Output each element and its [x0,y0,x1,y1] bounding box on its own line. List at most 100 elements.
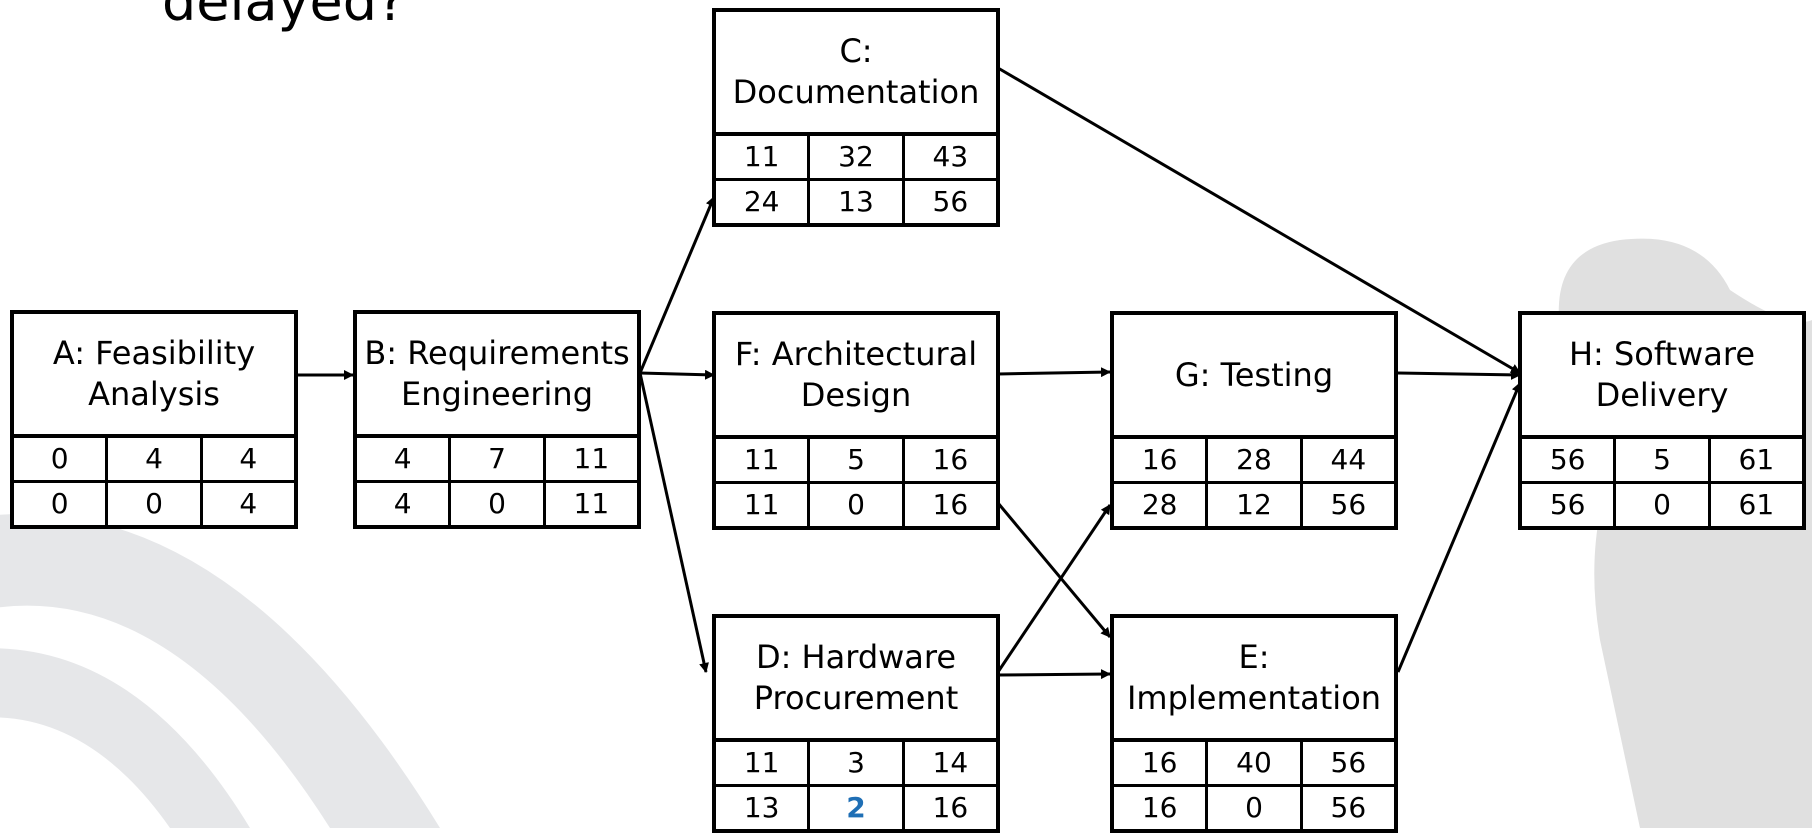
schedule-row-late: 4 0 11 [357,480,637,525]
arrow-e-to-h [1396,382,1522,673]
node-title: H: Software Delivery [1568,335,1756,414]
node-schedule-grid: 0 4 4 0 0 4 [14,434,294,525]
early-start: 11 [743,746,780,779]
schedule-row-late: 0 0 4 [14,480,294,525]
schedule-row-early: 0 4 4 [14,438,294,480]
node-h-software-delivery: H: Software Delivery 56 5 61 56 0 61 [1518,311,1806,530]
early-start: 16 [1141,443,1178,476]
node-title: D: Hardware Procurement [753,638,959,717]
arrow-b-to-f [639,369,715,380]
early-finish: 16 [901,439,996,481]
early-start: 4 [393,442,412,475]
schedule-row-late: 16 0 56 [1114,784,1394,829]
node-schedule-grid: 56 5 61 56 0 61 [1522,435,1802,526]
arrow-c-to-h [997,66,1521,375]
early-start: 56 [1549,443,1586,476]
late-start: 4 [393,487,412,520]
node-b-requirements-engineering: B: Requirements Engineering 4 7 11 4 0 1… [353,310,641,529]
slack: 0 [105,483,199,525]
node-e-implementation: E: Implementation 16 40 56 16 0 56 [1110,614,1398,833]
arrow-f-to-e [996,502,1112,638]
duration: 3 [807,742,901,784]
arrow-g-to-h [1397,369,1521,380]
late-finish: 56 [1299,484,1394,526]
late-finish: 56 [901,181,996,223]
slack: 13 [807,181,901,223]
late-start: 11 [743,488,780,521]
schedule-row-early: 11 5 16 [716,439,996,481]
node-schedule-grid: 16 40 56 16 0 56 [1114,738,1394,829]
duration: 5 [1613,439,1707,481]
early-start: 11 [743,443,780,476]
node-g-testing: G: Testing 16 28 44 28 12 56 [1110,311,1398,530]
node-schedule-grid: 11 3 14 13 2 16 [716,738,996,829]
schedule-row-early: 11 3 14 [716,742,996,784]
duration: 5 [807,439,901,481]
early-start: 11 [743,140,780,173]
heading-fragment: delayed? [162,0,406,33]
node-schedule-grid: 11 32 43 24 13 56 [716,132,996,223]
schedule-row-early: 16 40 56 [1114,742,1394,784]
early-finish: 14 [901,742,996,784]
late-finish: 56 [1299,787,1394,829]
early-finish: 44 [1299,439,1394,481]
early-finish: 4 [199,438,294,480]
background-arc-inner [0,648,250,828]
late-start: 24 [743,185,780,218]
schedule-row-late: 56 0 61 [1522,481,1802,526]
duration: 7 [448,438,542,480]
late-start: 28 [1141,488,1178,521]
schedule-row-late: 24 13 56 [716,178,996,223]
arrow-b-to-c [638,196,716,374]
late-finish: 4 [199,483,294,525]
early-finish: 61 [1707,439,1802,481]
schedule-row-early: 56 5 61 [1522,439,1802,481]
late-finish: 11 [542,483,637,525]
schedule-row-early: 4 7 11 [357,438,637,480]
late-finish: 61 [1707,484,1802,526]
early-start: 0 [50,442,69,475]
late-start: 13 [743,791,780,824]
node-d-hardware-procurement: D: Hardware Procurement 11 3 14 13 2 16 [712,614,1000,833]
early-finish: 56 [1299,742,1394,784]
arrow-b-to-d [638,372,709,673]
node-schedule-grid: 16 28 44 28 12 56 [1114,435,1394,526]
node-f-architectural-design: F: Architectural Design 11 5 16 11 0 16 [712,311,1000,530]
node-c-documentation: C: Documentation 11 32 43 24 13 56 [712,8,1000,227]
arrow-f-to-g [997,367,1111,378]
node-title: A: Feasibility Analysis [52,334,256,413]
node-title: C: Documentation [732,32,980,111]
early-finish: 43 [901,136,996,178]
schedule-row-late: 13 2 16 [716,784,996,829]
arrow-d-to-g [996,504,1112,673]
node-schedule-grid: 4 7 11 4 0 11 [357,434,637,525]
duration: 28 [1205,439,1299,481]
node-a-feasibility-analysis: A: Feasibility Analysis 0 4 4 0 0 4 [10,310,298,529]
node-title: F: Architectural Design [734,335,978,414]
slack: 0 [807,484,901,526]
late-start: 56 [1549,488,1586,521]
schedule-row-late: 28 12 56 [1114,481,1394,526]
slack: 0 [448,483,542,525]
schedule-row-early: 11 32 43 [716,136,996,178]
slack: 12 [1205,484,1299,526]
node-schedule-grid: 11 5 16 11 0 16 [716,435,996,526]
node-title: B: Requirements Engineering [364,334,630,413]
duration: 4 [105,438,199,480]
duration: 32 [807,136,901,178]
slack-highlighted: 2 [807,787,901,829]
schedule-row-early: 16 28 44 [1114,439,1394,481]
early-finish: 11 [542,438,637,480]
late-start: 16 [1141,791,1178,824]
arrow-d-to-e [997,669,1111,680]
schedule-row-late: 11 0 16 [716,481,996,526]
node-title: G: Testing [1174,355,1334,394]
late-finish: 16 [901,484,996,526]
background-arc-outer [0,513,440,828]
early-start: 16 [1141,746,1178,779]
node-title: E: Implementation [1126,638,1382,717]
slack: 0 [1613,484,1707,526]
late-start: 0 [50,487,69,520]
duration: 40 [1205,742,1299,784]
